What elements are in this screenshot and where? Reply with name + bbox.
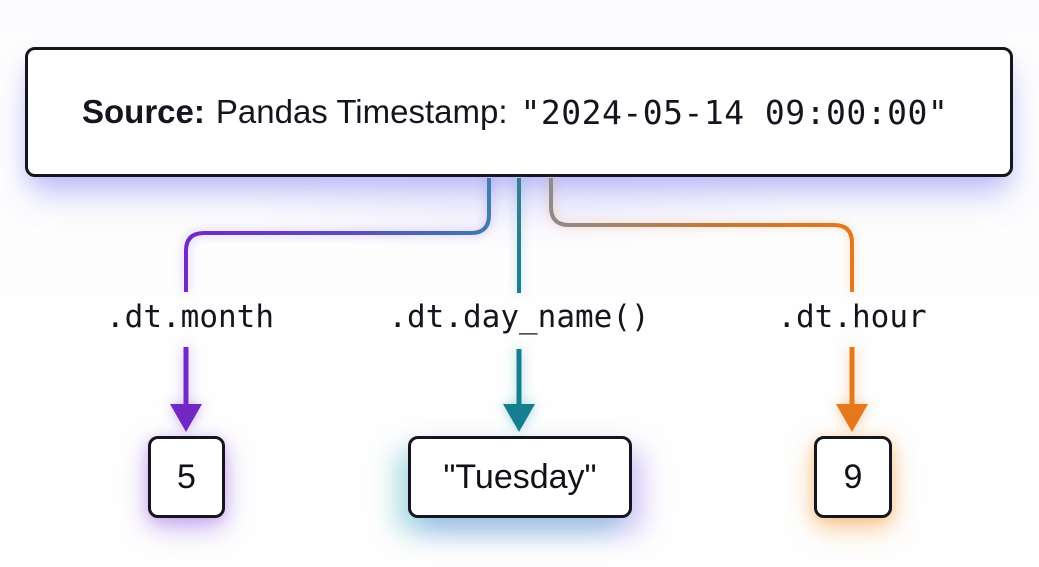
connector-hour [549,178,854,292]
accessor-label-hour: .dt.hour [777,299,927,335]
source-description: Pandas Timestamp: [215,93,508,130]
connector-month [184,178,491,292]
result-box-hour: 9 [814,436,892,518]
source-label: Source: [82,93,205,130]
result-value-day-name: "Tuesday" [443,457,597,496]
result-box-day-name: "Tuesday" [408,436,632,518]
source-timestamp-value: "2024-05-14 09:00:00" [520,92,949,132]
result-value-hour: 9 [843,457,863,496]
accessor-label-day-name: .dt.day_name() [388,299,650,335]
arrow-day-name [503,349,535,432]
source-box: Source: Pandas Timestamp: "2024-05-14 09… [25,47,1013,177]
accessor-label-month: .dt.month [106,299,274,335]
arrow-month [170,347,202,432]
arrow-hour [836,347,868,432]
result-value-month: 5 [177,457,196,496]
result-box-month: 5 [148,436,225,518]
